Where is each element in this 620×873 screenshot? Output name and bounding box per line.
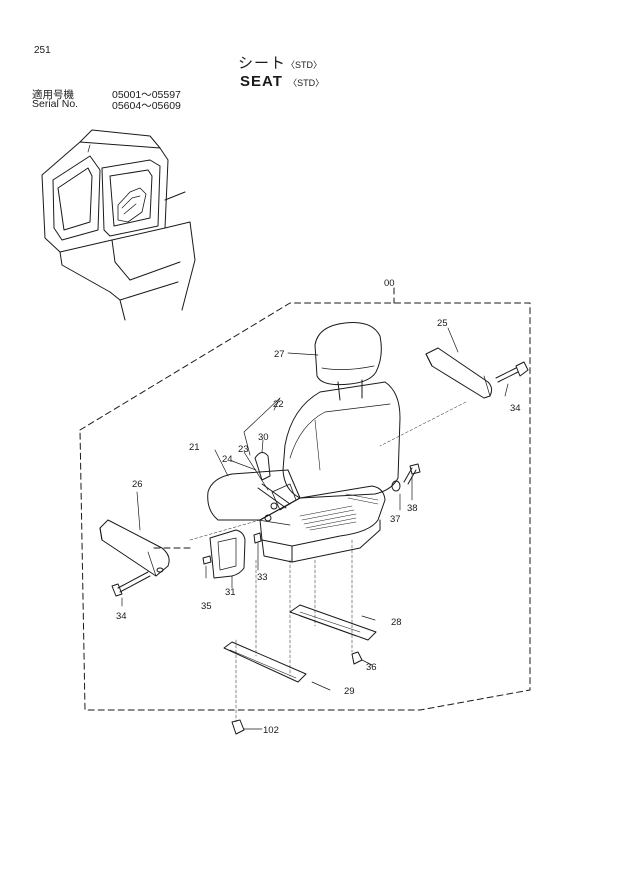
part-number-28: 28 (391, 617, 402, 628)
title-english-variant: 〈STD〉 (288, 78, 325, 88)
slide-rail-right (289, 604, 377, 641)
fasteners (111, 361, 529, 735)
part-number-24: 24 (222, 454, 233, 465)
title-english: SEAT 〈STD〉 (240, 73, 324, 90)
part-number-38: 38 (407, 503, 418, 514)
serial-range-en: Serial No. 05604～05609 (32, 98, 181, 112)
part-number-22: 22 (273, 399, 284, 410)
serial-label-jp: 適用号機 (32, 89, 74, 101)
part-number-27: 27 (274, 349, 285, 360)
serial-value-en: 05604～05609 (112, 100, 181, 112)
excavator-cab-illustration (41, 129, 196, 321)
assembly-boundary (79, 287, 531, 711)
part-number-33: 33 (257, 572, 268, 583)
center-lines (189, 401, 467, 723)
part-number-21: 21 (189, 442, 200, 453)
title-japanese: シート〈STD〉 (238, 52, 322, 73)
part-number-102: 102 (263, 725, 279, 736)
page-number: 251 (34, 45, 51, 56)
part-number-31: 31 (225, 587, 236, 598)
title-japanese-variant: 〈STD〉 (286, 60, 323, 70)
part-number-35: 35 (201, 601, 212, 612)
slide-rail-left (223, 641, 307, 683)
title-japanese-text: シート (238, 55, 287, 72)
part-number-29: 29 (344, 686, 355, 697)
serial-value-jp: 05001～05597 (112, 89, 181, 101)
part-number-34-left: 34 (116, 611, 127, 622)
part-number-25: 25 (437, 318, 448, 329)
part-number-30: 30 (258, 432, 269, 443)
serial-range-jp: 適用号機 05001～05597 (32, 87, 181, 102)
part-number-36: 36 (366, 662, 377, 673)
leader-lines (121, 327, 509, 730)
part-number-23: 23 (238, 444, 249, 455)
armrest-left (99, 519, 170, 577)
part-number-34-right: 34 (510, 403, 521, 414)
part-number-37: 37 (390, 514, 401, 525)
console-panel (209, 529, 246, 579)
part-number-26: 26 (132, 479, 143, 490)
serial-label-en: Serial No. (32, 98, 79, 110)
seat-assembly (207, 322, 401, 563)
part-number-00: 00 (384, 278, 395, 289)
armrest-right (425, 347, 493, 399)
title-english-text: SEAT (240, 73, 283, 90)
part-numbers: 00 25 27 34 22 30 21 23 24 26 38 37 33 3… (116, 278, 521, 736)
